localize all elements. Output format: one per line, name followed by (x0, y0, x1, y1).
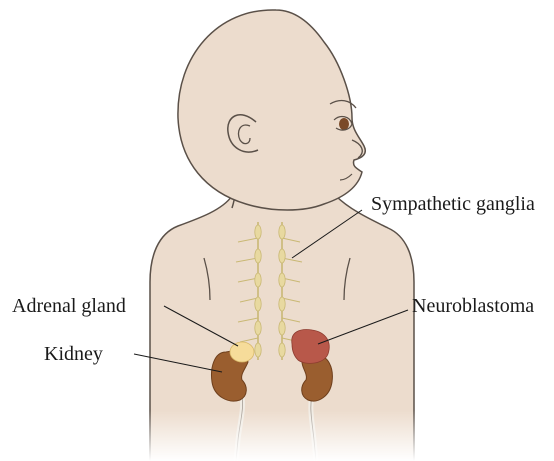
adrenal-gland-label: Adrenal gland (12, 296, 126, 316)
eye-icon (339, 118, 349, 130)
neuroblastoma-tumor (292, 330, 329, 364)
kidney-label: Kidney (44, 344, 103, 364)
head (178, 10, 365, 210)
adrenal-gland-left (230, 342, 254, 362)
sympathetic-ganglia-label: Sympathetic ganglia (371, 194, 535, 214)
neuroblastoma-label: Neuroblastoma (412, 296, 534, 316)
bottom-fade (140, 410, 430, 461)
